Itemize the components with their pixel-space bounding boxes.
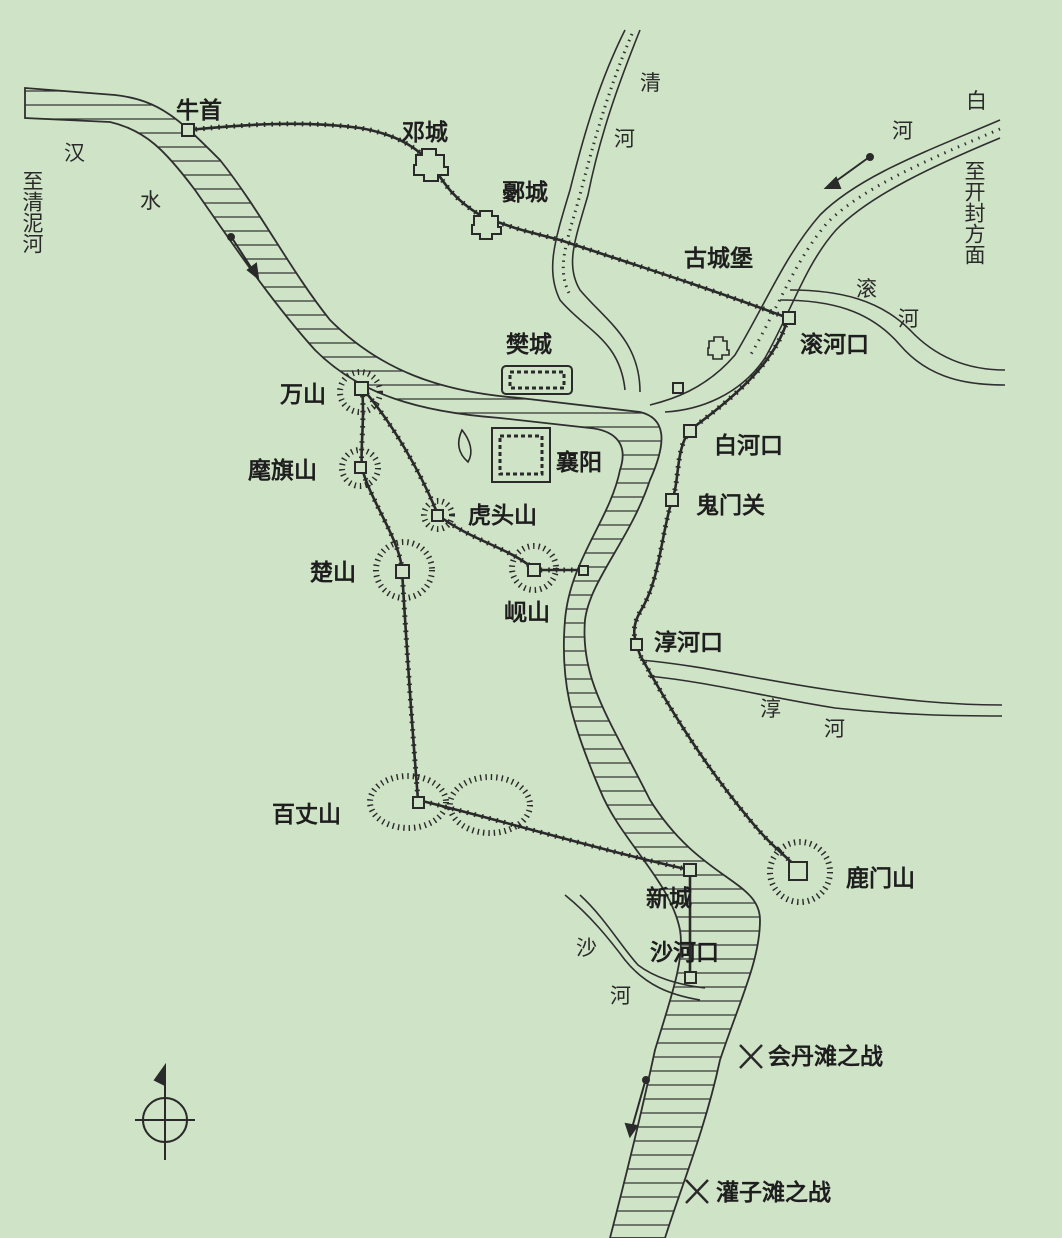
label-niushou: 牛首 [176, 97, 222, 124]
minor-fort-icon [707, 336, 730, 360]
sha-river [564, 894, 706, 1001]
label-to-kaifeng: 至开封方面 [962, 160, 986, 265]
label-fancheng: 樊城 [506, 331, 552, 358]
dengcheng-fort-icon[interactable] [413, 148, 449, 182]
label-guanzitan: 灌子滩之战 [716, 1179, 831, 1206]
label-guimenguan: 鬼门关 [696, 492, 765, 519]
label-baizhangshan: 百丈山 [272, 802, 341, 828]
label-qing-1: 清 [640, 71, 661, 95]
fancheng-city[interactable] [501, 365, 573, 395]
label-xincheng: 新城 [646, 885, 692, 912]
label-han-2: 水 [140, 189, 161, 213]
label-wanshan: 万山 [280, 382, 326, 408]
hills [337, 369, 833, 905]
label-sha-1: 沙 [576, 936, 597, 960]
label-xiangyang: 襄阳 [555, 449, 602, 476]
label-qing-2: 河 [614, 127, 635, 151]
label-lumenshan: 鹿门山 [846, 865, 915, 892]
label-miqishan: 麾旗山 [248, 457, 317, 484]
label-chun-2: 河 [824, 717, 845, 741]
lake-shape [457, 428, 472, 464]
direction-labels: 至清泥河 至开封方面 [20, 160, 986, 265]
label-shahekou: 沙河口 [650, 940, 719, 966]
label-to-qingnihe: 至清泥河 [20, 170, 44, 254]
label-gunhekou: 滚河口 [800, 331, 869, 358]
place-labels: 牛首 邓城 鄾城 古城堡 樊城 滚河口 襄阳 白河口 鬼门关 万山 麾旗山 虎头… [176, 97, 915, 966]
label-hutoushan: 虎头山 [468, 503, 537, 529]
label-chushan: 楚山 [310, 560, 356, 586]
chun-river [639, 659, 1003, 717]
bai-river [649, 119, 1001, 413]
label-dengcheng: 邓城 [402, 119, 448, 146]
compass-north-icon [135, 1062, 195, 1160]
label-baihekou: 白河口 [714, 432, 783, 459]
label-yancheng: 鄾城 [502, 179, 548, 206]
label-huidantan: 会丹滩之战 [768, 1043, 883, 1070]
xiangyang-city[interactable] [491, 427, 551, 483]
fort-markers [181, 123, 808, 984]
label-gun-1: 滚 [856, 277, 877, 301]
label-bai-1: 白 [966, 89, 987, 113]
label-gun-2: 河 [898, 307, 919, 331]
label-xianshan: 岘山 [504, 600, 550, 626]
label-chunhekou: 淳河口 [654, 629, 723, 656]
qing-river [551, 29, 641, 393]
gun-river [779, 289, 1006, 386]
han-river [24, 87, 761, 1238]
label-han-1: 汉 [64, 141, 85, 165]
label-chun-1: 淳 [760, 697, 781, 721]
yancheng-fort-icon[interactable] [471, 210, 502, 240]
label-sha-2: 河 [610, 984, 631, 1008]
battle-labels: 会丹滩之战 灌子滩之战 [716, 1043, 883, 1206]
label-guchengbao: 古城堡 [684, 245, 753, 272]
river-labels: 汉 水 清 河 白 河 滚 河 淳 河 沙 河 [64, 71, 987, 1008]
flow-arrow-icon [227, 153, 874, 1139]
crossed-swords-icon [685, 1044, 763, 1204]
label-bai-2: 河 [892, 119, 913, 143]
